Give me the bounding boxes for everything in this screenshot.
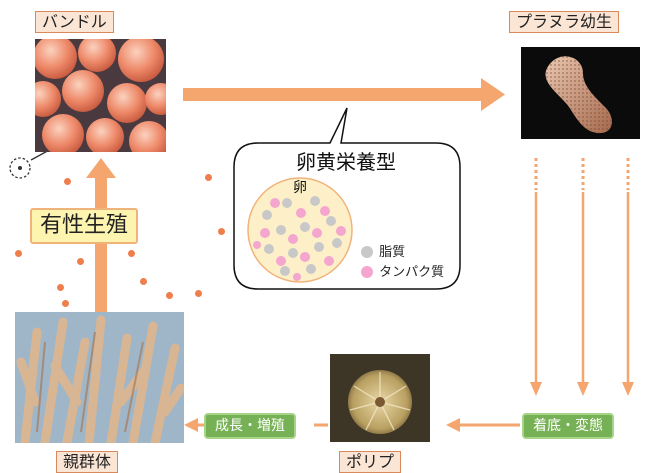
- egg-diagram: 卵: [245, 175, 355, 285]
- planula-label: プラヌラ幼生: [509, 11, 620, 33]
- legend-item-lipid: 脂質: [360, 241, 405, 260]
- sexual-reproduction-label: 有性生殖: [30, 208, 139, 244]
- arrow-planula-down-3: [622, 158, 634, 396]
- lipid-swatch: [361, 245, 373, 258]
- egg-label: 卵: [293, 180, 307, 196]
- settlement-label: 着底・変態: [522, 413, 614, 439]
- arrow-polyp-to-parent: [184, 418, 328, 432]
- growth-label: 成長・増殖: [204, 413, 296, 439]
- legend-item-protein: タンパク質: [360, 261, 444, 280]
- parent-colony-photo: [15, 312, 184, 443]
- arrow-planula-down-2: [577, 158, 589, 396]
- bundle-label: バンドル: [35, 11, 114, 33]
- callout-title: 卵黄栄養型: [296, 150, 396, 174]
- legend-label: 脂質: [379, 245, 406, 260]
- planula-photo: [521, 47, 640, 139]
- arrow-bundle-to-planula: [183, 78, 505, 111]
- arrow-planula-down-1: [530, 158, 542, 396]
- polyp-photo: [330, 354, 430, 442]
- bundle-photo: [35, 39, 166, 152]
- protein-swatch: [361, 265, 373, 278]
- arrow-settlement-to-polyp: [446, 418, 520, 432]
- polyp-label: ポリプ: [339, 451, 402, 473]
- parent-colony-label: 親群体: [56, 451, 119, 473]
- legend-label: タンパク質: [379, 265, 445, 280]
